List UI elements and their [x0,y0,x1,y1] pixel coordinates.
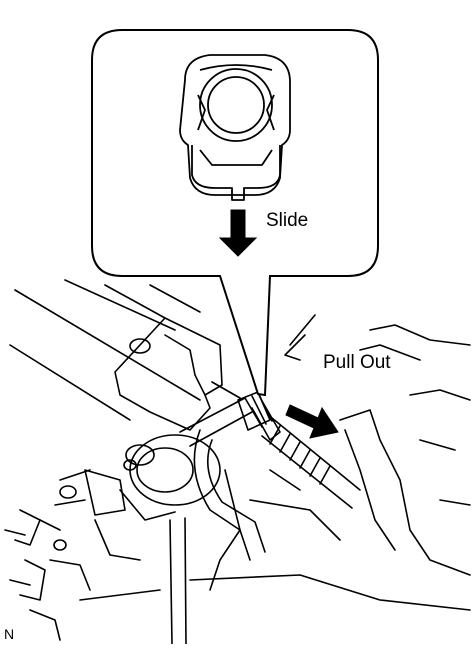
body-panel [439,499,471,506]
body-panel [359,344,421,361]
pipe-bend [206,439,266,553]
mounting-bracket [114,317,223,431]
pipe-bend [193,429,251,561]
body-panel [339,409,471,576]
connector-inner-ring [207,76,265,134]
clip-tab-left [197,94,206,131]
vertical-pipe [184,517,187,645]
floor-line [189,574,471,611]
connector-outer-ring [199,68,273,142]
bracket-edge [164,334,206,396]
retainer-clip [191,145,281,201]
pull-out-arrow-icon [285,404,339,439]
pipe-bend [209,469,241,591]
slide-arrow-icon [218,209,258,257]
frame-line [64,279,176,331]
pull-out-label: Pull Out [323,352,391,373]
body-panel [409,389,471,401]
frame-line [9,344,131,421]
body-panel [369,324,471,346]
fuel-pipe [179,397,246,433]
vertical-pipe [169,519,173,645]
frame-line [14,289,201,401]
floor-line [79,589,161,601]
floor-line [249,499,341,541]
leader-line [289,314,316,346]
bracket-hole [129,338,151,354]
leader-line [284,334,306,361]
connector-end-view [179,54,291,201]
chassis-scene [4,279,471,645]
clip-tab-right [266,94,275,131]
floor-line [269,469,301,491]
slide-label: Slide [266,210,308,231]
retainer-arm [199,149,273,166]
fuel-pipe [211,381,241,399]
fuel-hose [261,417,361,509]
pump-assembly [54,434,221,561]
corner-code-label: N [4,626,14,642]
frame-line [149,284,201,313]
body-panel [419,439,456,451]
frame-line [104,284,166,319]
housing-top [199,64,273,71]
wiring-harness [4,509,91,641]
body-panel [344,429,396,551]
